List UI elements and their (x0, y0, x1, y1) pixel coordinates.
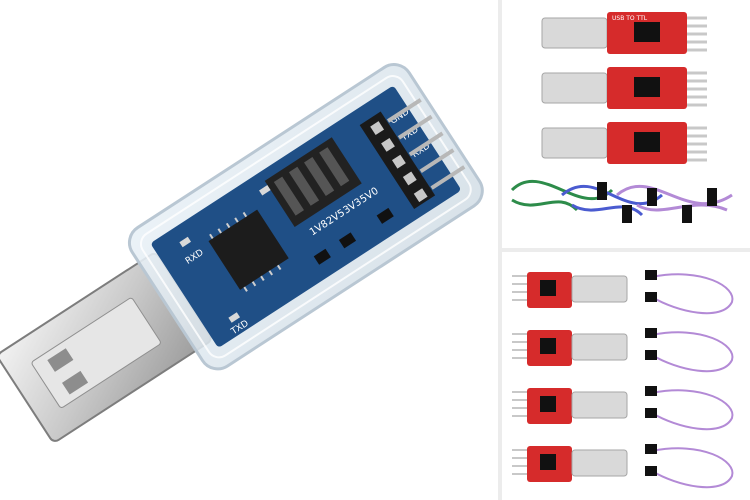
wire-loop-connectors (645, 270, 657, 476)
accessory-photo-bottom (502, 252, 750, 500)
adapter-small (512, 272, 628, 308)
adapter-title: USB TO TTL (612, 15, 648, 22)
usb-to-ttl-adapter (541, 122, 707, 164)
pin-header (359, 111, 436, 209)
panel-divider-horizontal (502, 248, 750, 252)
ic-chip (208, 209, 289, 290)
accessory-photo-top: USB TO TTL (502, 0, 750, 248)
usb-plug (0, 252, 212, 442)
main-product-photo: 1V8 2V5 3V3 5V0 RXD TXD GND TX (0, 63, 484, 442)
voltage-jumper-header (264, 137, 362, 227)
adapter-small (512, 388, 628, 424)
adapter-small (512, 330, 628, 366)
wire-loops (651, 273, 734, 489)
main-pcb: 1V8 2V5 3V3 5V0 RXD TXD GND TX (151, 86, 460, 347)
usb-to-ttl-adapter (541, 67, 707, 109)
adapter-small (512, 446, 628, 482)
panel-divider-vertical (498, 0, 502, 500)
wire-connectors (597, 182, 717, 223)
usb-to-ttl-adapter: USB TO TTL (541, 12, 707, 54)
